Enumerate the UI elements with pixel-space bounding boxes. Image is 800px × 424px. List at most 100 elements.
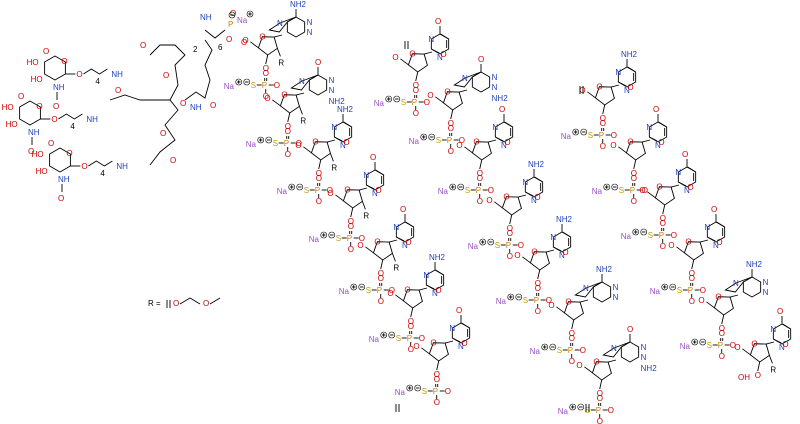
oxygen-atom: O [477, 169, 483, 178]
glycosidic-bond [444, 340, 454, 344]
sulfur-atom: S [677, 286, 682, 295]
sodium-counterion: Na [468, 242, 479, 251]
sugar-c5-bond [421, 347, 430, 355]
oxygen-atom: O [348, 217, 354, 226]
sugar-ring [372, 241, 393, 261]
positive-charge [380, 331, 388, 339]
oxygen-atom: O [413, 86, 419, 95]
chain-subscript: 6 [218, 43, 223, 52]
sugar-c3-bond [265, 54, 269, 65]
nitrogen-atom: N [277, 19, 283, 28]
chain-subscript: 4 [95, 77, 100, 86]
oxygen-atom: O [639, 186, 645, 195]
oxygen-atom: O [597, 394, 603, 403]
carbonyl-oxygen: O [461, 339, 467, 348]
sugar-c5-bond [584, 366, 593, 374]
sugar-ring [442, 91, 463, 111]
chain-subscript: 4 [100, 169, 105, 178]
sugar-c5-bond [587, 91, 596, 99]
oxygen-atom: O [569, 334, 575, 343]
positive-charge [246, 10, 254, 18]
nitrogen-atom: N [449, 324, 455, 333]
sugar-c3-bond [509, 214, 513, 225]
methyl-bond [716, 221, 725, 228]
sugar-ring-oxygen: O [473, 138, 479, 147]
sugar-ring [683, 241, 704, 261]
carbonyl-oxygen: O [687, 183, 693, 192]
ether-oxygen: O [160, 129, 166, 138]
oxygen-atom: O [389, 286, 395, 295]
amide-oxygen: O [115, 86, 121, 95]
carbonyl-oxygen: O [716, 238, 722, 247]
galnac-ring [44, 55, 66, 81]
phosphorus-atom: P [377, 286, 382, 295]
nitrogen-atom: N [428, 35, 434, 44]
oxygen-atom: O [448, 119, 454, 128]
r-substituent: R [770, 365, 776, 374]
sugar-c3-bond [602, 104, 606, 115]
sugar-c3-bond [633, 159, 637, 170]
phosphorus-atom: P [630, 186, 635, 195]
sugar-c2-bond [391, 253, 396, 262]
chain-subscript: 2 [193, 45, 198, 54]
carbonyl-oxygen: O [440, 50, 446, 59]
positive-charge [350, 283, 358, 291]
carbonyl-bond [396, 236, 405, 242]
sugar-ring [501, 196, 522, 216]
sodium-counterion: Na [438, 187, 449, 196]
negative-charge [328, 231, 336, 239]
phosphorus-atom: P [718, 341, 723, 350]
sulfur-atom: S [366, 286, 371, 295]
oxygen-atom: O [285, 127, 291, 136]
glycosidic-bond [699, 239, 709, 243]
positive-charge [406, 384, 414, 392]
positive-charge [257, 136, 265, 144]
negative-charge [457, 183, 465, 191]
carbonyl-oxygen: O [711, 205, 717, 214]
sugar-c3-bond [415, 71, 419, 82]
nitrogen-atom: N [501, 141, 507, 150]
legend-oxygen: O [173, 299, 179, 308]
phosphorus-atom: P [568, 346, 573, 355]
r-substituent: R [278, 58, 284, 67]
negative-charge [515, 293, 523, 301]
oxygen-atom: O [631, 197, 637, 206]
phosphorus-atom: P [506, 241, 511, 250]
oxygen-atom: O [456, 141, 462, 150]
sugar-ring [654, 186, 675, 206]
carbonyl-oxygen: O [435, 286, 441, 295]
oxygen-atom: O [445, 387, 451, 396]
sugar-ring-oxygen: O [344, 186, 350, 195]
sugar-ring-oxygen: O [627, 138, 633, 147]
sodium-counterion: Na [277, 187, 288, 196]
carbonyl-oxygen: O [534, 193, 540, 202]
sugar-ring-oxygen: O [281, 91, 287, 100]
oxygen-atom: O [18, 92, 24, 101]
sodium-counterion: Na [224, 82, 235, 91]
oxygen-atom: O [689, 297, 695, 306]
oxygen-atom: O [263, 69, 269, 78]
sugar-ring [342, 189, 363, 209]
methyl-bond [440, 33, 449, 40]
glycosidic-bond [607, 359, 617, 363]
carbonyl-oxygen: O [777, 307, 783, 316]
sulfur-atom: S [619, 186, 624, 195]
core-branch [109, 94, 155, 101]
nitrogen-atom: N [550, 233, 556, 242]
nitrogen-atom: N [329, 76, 335, 85]
linker-chain [184, 39, 213, 101]
phosphorus-atom: P [659, 231, 664, 240]
oxygen-atom: O [477, 174, 483, 183]
sugar-ring-oxygen: O [374, 238, 380, 247]
carbonyl-oxygen: O [658, 138, 664, 147]
legend-chain [179, 297, 201, 305]
sugar-c5-bond [647, 191, 656, 199]
oxygen-atom: O [631, 169, 637, 178]
oxygen-atom: O [611, 131, 617, 140]
nitrogen-atom: N [613, 283, 619, 292]
legend-methyl [209, 297, 221, 305]
methyl-bond [405, 221, 414, 228]
sodium-counterion: Na [246, 140, 257, 149]
sugar-ring [407, 53, 428, 73]
oxygen-atom: O [264, 94, 270, 103]
